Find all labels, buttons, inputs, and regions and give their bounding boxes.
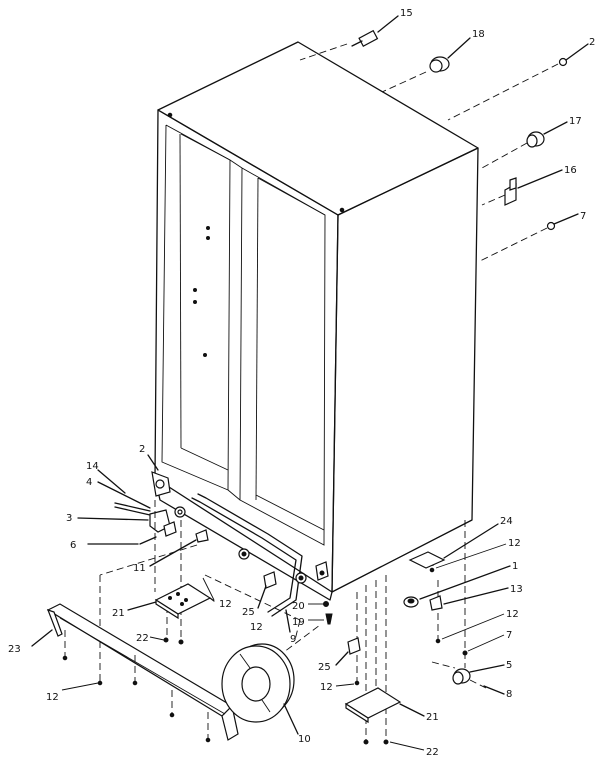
callout-c25a: 25 <box>242 607 255 618</box>
callout-c18: 18 <box>472 29 485 40</box>
callout-c8: 8 <box>506 689 512 700</box>
callout-c2a: 2 <box>589 37 595 48</box>
callout-c4: 4 <box>86 477 92 488</box>
callout-c20: 20 <box>292 601 305 612</box>
callout-c19: 19 <box>292 617 305 628</box>
callout-c11: 11 <box>133 563 146 574</box>
part-17-cap <box>526 121 568 148</box>
callout-c14: 14 <box>86 461 99 472</box>
part-15-screw <box>351 15 399 47</box>
callout-c21a: 21 <box>112 608 125 619</box>
callout-c12a: 12 <box>508 538 521 549</box>
callout-c5: 5 <box>506 660 512 671</box>
callout-c16: 16 <box>564 165 577 176</box>
callout-c12b: 12 <box>506 609 519 620</box>
callout-c3: 3 <box>66 513 72 524</box>
callout-c1: 1 <box>512 561 518 572</box>
part-16-bracket <box>504 169 563 206</box>
callout-c22b: 22 <box>426 747 439 758</box>
callout-c12c: 12 <box>219 599 232 610</box>
callout-c24: 24 <box>500 516 513 527</box>
callout-c12d: 12 <box>250 622 263 633</box>
part-18-cap <box>429 37 471 73</box>
part-7-fastener-top <box>546 213 579 231</box>
top-right-parts <box>299 15 589 263</box>
right-base-parts <box>335 523 511 751</box>
callout-c12e: 12 <box>320 682 333 693</box>
base-fasteners <box>238 548 333 625</box>
callout-c13: 13 <box>510 584 523 595</box>
callout-c7a: 7 <box>580 211 586 222</box>
callout-c2b: 2 <box>139 444 145 455</box>
part-10-insulation-ring <box>221 643 299 735</box>
callout-c23: 23 <box>8 644 21 655</box>
callout-labels: 1518217167214436112412113127582112252019… <box>8 8 595 758</box>
callout-c17: 17 <box>569 116 582 127</box>
part-2-fastener-top <box>558 43 589 67</box>
left-hinge-assembly <box>77 454 209 567</box>
callout-c15: 15 <box>400 8 413 19</box>
refrigerator-cabinet <box>154 41 479 601</box>
callout-c12f: 12 <box>46 692 59 703</box>
part-23-toe-grille <box>31 603 239 743</box>
callout-c9: 9 <box>290 634 296 645</box>
callout-c25b: 25 <box>318 662 331 673</box>
callout-c22a: 22 <box>136 633 149 644</box>
callout-c10: 10 <box>298 734 311 745</box>
callout-c6: 6 <box>70 540 76 551</box>
callout-c7b: 7 <box>506 630 512 641</box>
callout-c21b: 21 <box>426 712 439 723</box>
part-21-plate-left <box>127 577 215 645</box>
